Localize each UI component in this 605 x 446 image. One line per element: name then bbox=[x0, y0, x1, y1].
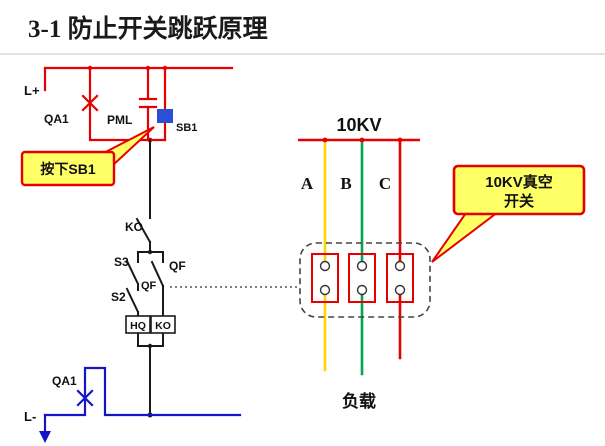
junction-dot bbox=[147, 343, 153, 349]
vacuum-breaker bbox=[299, 242, 431, 318]
bus-voltage-label: 10KV bbox=[336, 115, 381, 135]
breaker-dashed-enclosure bbox=[299, 242, 431, 318]
s2-label: S2 bbox=[111, 290, 126, 304]
phase-letters: A B C bbox=[301, 174, 391, 193]
interrupter-boxes bbox=[311, 253, 414, 303]
phase-b-label: B bbox=[340, 174, 351, 193]
junction-dot bbox=[397, 137, 403, 143]
page-title: 3-1 防止开关跳跃原理 bbox=[28, 15, 268, 43]
callout-box bbox=[452, 164, 586, 216]
s2-contact-blade bbox=[125, 287, 140, 314]
contact-dot bbox=[356, 260, 368, 272]
vacuum-callout-line2: 开关 bbox=[504, 192, 534, 210]
contact-dot bbox=[394, 284, 406, 296]
ko-contact-blade bbox=[135, 217, 152, 244]
interrupter-box-c bbox=[386, 253, 414, 303]
interrupter-box-a bbox=[311, 253, 339, 303]
s3-contact-blade bbox=[125, 259, 140, 286]
ko-coil-label: KO bbox=[155, 320, 171, 332]
negative-rail-wires bbox=[43, 366, 242, 433]
press-sb1-callout-text: 按下SB1 bbox=[40, 161, 95, 177]
ko-contact-label: KO bbox=[125, 220, 143, 234]
qa1-contact-cross-icon bbox=[81, 94, 99, 112]
callout-pointer bbox=[431, 208, 501, 263]
phase-a-label: A bbox=[301, 174, 314, 193]
down-arrow-icon bbox=[39, 431, 51, 443]
press-sb1-callout: 按下SB1 bbox=[20, 126, 155, 187]
contact-dot bbox=[394, 260, 406, 272]
right-power-circuit: 10KV A B C bbox=[298, 115, 586, 411]
junction-dot bbox=[162, 65, 168, 71]
sb1-label: SB1 bbox=[176, 122, 197, 134]
control-wires bbox=[125, 139, 165, 416]
qa1-bottom-label: QA1 bbox=[52, 374, 77, 388]
circuit-labels: L+ QA1 PML SB1 KO S3 QF QF S2 HQ KO QA1 … bbox=[24, 83, 197, 424]
contact-dot bbox=[319, 260, 331, 272]
junction-dot bbox=[145, 65, 151, 71]
phase-conductors bbox=[323, 138, 402, 376]
vacuum-switch-callout: 10KV真空 开关 bbox=[431, 164, 586, 263]
qa1-bottom-contact-cross-icon bbox=[76, 389, 94, 407]
pml-label: PML bbox=[107, 113, 132, 127]
bus-tap-dots bbox=[322, 137, 403, 143]
positive-rail-wires bbox=[43, 66, 234, 142]
contact-dot bbox=[356, 284, 368, 296]
callout-box bbox=[20, 150, 116, 187]
ko-coil-box bbox=[150, 315, 176, 334]
junction-dot bbox=[359, 137, 365, 143]
red-junction-dots bbox=[87, 65, 168, 143]
qa1-top-label: QA1 bbox=[44, 112, 69, 126]
l-plus-label: L+ bbox=[24, 83, 40, 98]
vacuum-callout-line1: 10KV真空 bbox=[485, 173, 553, 191]
hq-coil-label: HQ bbox=[130, 320, 146, 332]
bottom-rail-pulse-wire bbox=[43, 366, 242, 417]
l-minus-label: L- bbox=[24, 409, 36, 424]
load-label: 负载 bbox=[342, 391, 376, 411]
hq-coil-box bbox=[125, 315, 151, 334]
phase-c-label: C bbox=[379, 174, 391, 193]
left-control-circuit: L+ QA1 PML SB1 KO S3 QF QF S2 HQ KO QA1 … bbox=[20, 65, 300, 443]
junction-dot bbox=[147, 249, 153, 255]
interrupter-box-b bbox=[348, 253, 376, 303]
qf-aux-label: QF bbox=[141, 280, 157, 292]
qf-contact-blade bbox=[150, 260, 165, 288]
junction-dot bbox=[87, 65, 93, 71]
s3-label: S3 bbox=[114, 255, 129, 269]
contact-terminals bbox=[319, 260, 406, 296]
sb1-pushbutton-icon bbox=[157, 109, 173, 123]
contact-dot bbox=[319, 284, 331, 296]
qf-label: QF bbox=[169, 259, 186, 273]
junction-dot bbox=[322, 137, 328, 143]
